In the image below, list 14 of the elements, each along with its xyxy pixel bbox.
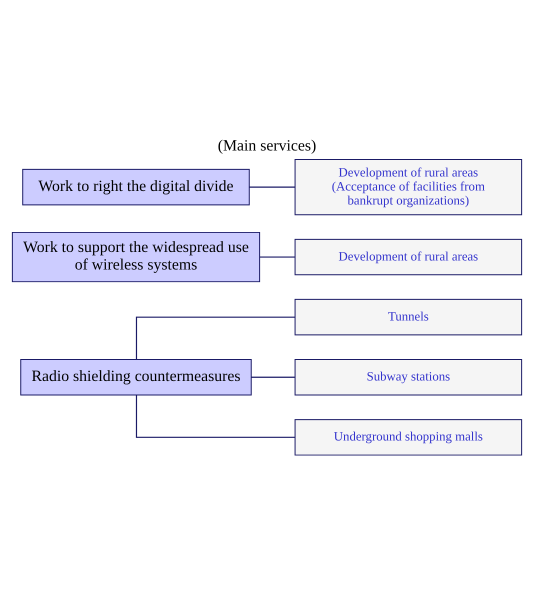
connector xyxy=(252,376,295,378)
node-box: Work to support the widespread use of wireless systems xyxy=(12,232,260,282)
node-box: Tunnels xyxy=(294,298,522,336)
node-box: Subway stations xyxy=(294,359,522,396)
node-box: Development of rural areas xyxy=(294,238,522,276)
connector xyxy=(136,316,296,360)
node-box: Development of rural areas (Acceptance of facilities from bankrupt organizations) xyxy=(294,159,522,216)
connector xyxy=(260,256,295,258)
diagram-title: (Main services) xyxy=(218,137,316,154)
node-box: Work to right the digital divide xyxy=(22,168,250,206)
connector xyxy=(250,186,295,188)
node-box: Underground shopping malls xyxy=(294,419,522,456)
connector xyxy=(136,395,296,438)
node-box: Radio shielding countermeasures xyxy=(20,359,252,396)
